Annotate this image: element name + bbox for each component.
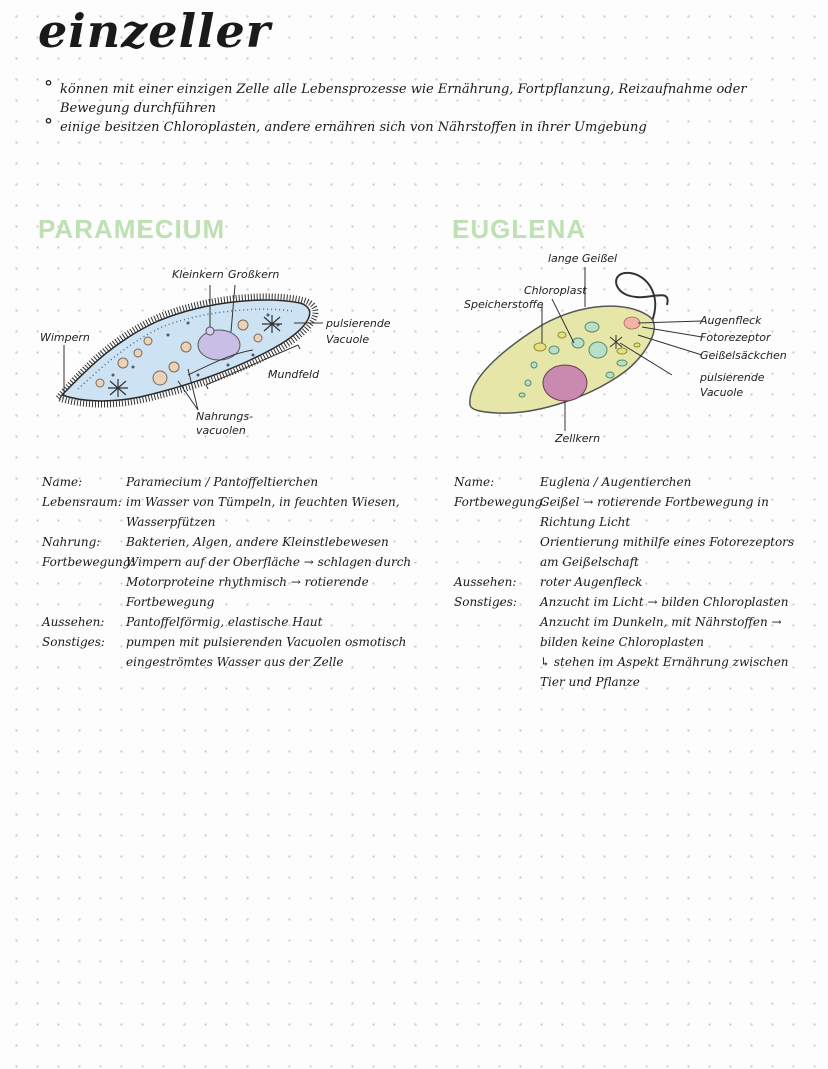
paramecium-diagram [52, 284, 323, 411]
info-value: pumpen mit pulsierenden Vacuolen osmotis… [126, 635, 407, 669]
label-mundfeld: Mundfeld [268, 368, 320, 381]
bullet-item: einige besitzen Chloroplasten, andere er… [44, 116, 764, 137]
info-key: Fortbewegung: [454, 495, 547, 509]
info-key: Name: [454, 475, 495, 489]
bullet-item: können mit einer einzigen Zelle alle Leb… [44, 78, 764, 118]
label-augenfleck: Augenfleck [700, 314, 762, 327]
label-kleinkern: Kleinkern [172, 268, 224, 281]
label-wimpern: Wimpern [40, 331, 90, 344]
info-value: roter Augenfleck [540, 575, 643, 589]
info-value: im Wasser von Tümpeln, in feuchten Wiese… [126, 495, 400, 529]
info-value: Geißel → rotierende Fortbewegung in Rich… [540, 495, 769, 529]
info-key: Nahrung: [42, 535, 101, 549]
info-value: Orientierung mithilfe eines Fotorezeptor… [540, 535, 795, 569]
paramecium-heading: PARAMECIUM [38, 214, 226, 244]
euglena-diagram [469, 267, 703, 431]
info-key: Fortbewegung: [42, 555, 135, 569]
info-value: Bakterien, Algen, andere Kleinstlebewese… [126, 535, 389, 549]
info-value: ↳ stehen im Aspekt Ernährung zwischen Ti… [540, 655, 789, 689]
label-pulsierende-vacuole-euglena: pulsierende Vacuole [700, 371, 765, 399]
paramecium-info: Name: Paramecium / Pantoffeltierchen Lebe… [42, 472, 422, 672]
label-zellkern: Zellkern [555, 432, 601, 445]
info-key: Aussehen: [454, 575, 517, 589]
label-fotorezeptor: Fotorezeptor [700, 331, 771, 344]
label-geisselsaeckchen: Geißelsäckchen [700, 349, 787, 362]
info-value: Euglena / Augentierchen [540, 475, 692, 489]
label-grosskern: Großkern [228, 268, 280, 281]
info-key: Sonstiges: [454, 595, 517, 609]
info-key: Aussehen: [42, 615, 105, 629]
info-key: Sonstiges: [42, 635, 105, 649]
info-value: Anzucht im Licht → bilden Chloroplasten [540, 595, 789, 609]
info-key: Lebensraum: [42, 495, 122, 509]
euglena-info: Name: Euglena / Augentierchen Fortbewegun… [454, 472, 804, 692]
label-speicherstoffe: Speicherstoffe [464, 298, 544, 311]
info-value: Wimpern auf der Oberfläche → schlagen du… [126, 555, 412, 609]
label-nahrungsvacuolen: Nahrungs- vacuolen [196, 410, 254, 437]
label-lange-geissel: lange Geißel [548, 252, 618, 265]
info-key: Name: [42, 475, 83, 489]
intro-bullets: können mit einer einzigen Zelle alle Leb… [44, 78, 764, 137]
label-chloroplast: Chloroplast [524, 284, 587, 297]
info-value: Paramecium / Pantoffeltierchen [126, 475, 319, 489]
info-value: Pantoffelförmig, elastische Haut [126, 615, 323, 629]
info-value: Anzucht im Dunkeln, mit Nährstoffen → bi… [540, 615, 782, 649]
label-pulsierende-vacuole: pulsierende Vacuole [326, 317, 391, 346]
euglena-heading: EUGLENA [452, 214, 587, 244]
page-title: einzeller [38, 4, 272, 58]
